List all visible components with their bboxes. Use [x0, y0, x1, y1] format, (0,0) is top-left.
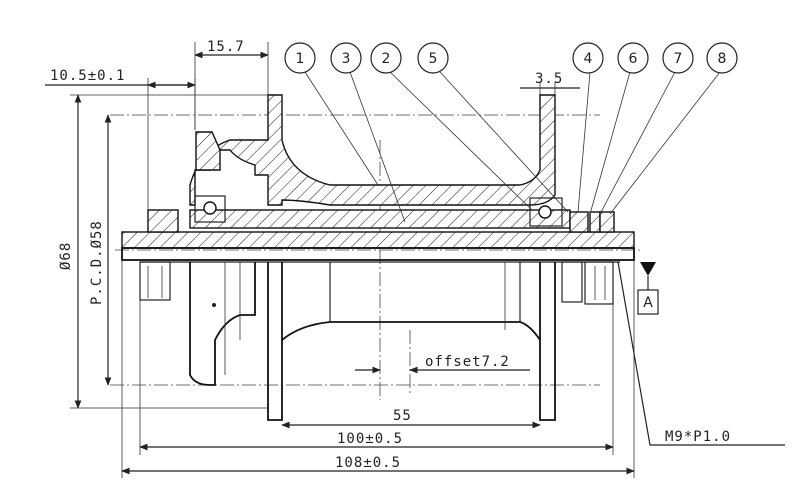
right-locknut-lower	[584, 261, 614, 305]
hub-shell-section	[189, 94, 556, 206]
left-locknut-section	[147, 209, 179, 233]
dimension-lines	[45, 42, 785, 478]
balloon-2-label: 2	[382, 51, 391, 67]
hub-upper-section	[121, 94, 635, 249]
balloon-leaders	[304, 71, 721, 223]
balloon-8: 8	[706, 42, 738, 74]
left-bearing-ball	[203, 201, 217, 215]
balloon-8-label: 8	[718, 51, 727, 67]
datum-triangle	[640, 262, 656, 276]
hub-body-lower	[281, 321, 541, 341]
left-flange-section	[195, 131, 221, 171]
left-flange-lower	[189, 262, 256, 386]
balloon-5: 5	[417, 42, 449, 74]
right-bearing-ball	[538, 205, 552, 219]
balloon-6-label: 6	[629, 51, 638, 67]
dim-flange-spacing: 55	[393, 408, 412, 424]
right-washer-section	[589, 211, 601, 233]
balloon-2: 2	[370, 42, 402, 74]
dim-offset: offset7.2	[425, 354, 510, 370]
balloon-4: 4	[572, 42, 604, 74]
right-cone-lower	[561, 261, 583, 303]
balloon-1-label: 1	[296, 51, 305, 67]
dim-outer-diameter: Ø68	[58, 242, 74, 270]
balloon-4-label: 4	[584, 51, 593, 67]
dim-pcd: P.C.D.Ø58	[89, 220, 105, 305]
balloon-5-label: 5	[429, 51, 438, 67]
dim-locknut-offset: 10.5±0.1	[50, 68, 125, 84]
dim-over-locknut: 100±0.5	[337, 431, 403, 447]
right-locknut-section	[599, 211, 615, 233]
dim-flange-width: 15.7	[207, 39, 245, 55]
dim-axle-length: 108±0.5	[335, 455, 401, 471]
inner-sleeve-section	[189, 209, 571, 229]
left-locknut-lower	[139, 261, 171, 301]
balloon-1: 1	[284, 42, 316, 74]
right-bearing-race	[529, 197, 563, 227]
axle-outline	[121, 247, 635, 261]
balloon-3-label: 3	[342, 51, 351, 67]
right-spoke-flange-lower	[539, 262, 556, 421]
balloon-6: 6	[617, 42, 649, 74]
balloon-7-label: 7	[674, 51, 683, 67]
datum-box	[637, 289, 659, 315]
balloon-3: 3	[330, 42, 362, 74]
left-spoke-flange-lower	[267, 262, 283, 421]
thread-leader	[617, 261, 785, 446]
right-cone-section	[569, 211, 589, 233]
datum-label: A	[643, 295, 653, 311]
center-lines	[110, 114, 640, 400]
axle-section	[121, 231, 635, 249]
hub-lower-outline	[121, 247, 635, 421]
dim-thread: M9*P1.0	[665, 429, 731, 445]
left-bearing-race	[194, 195, 226, 223]
balloon-7: 7	[662, 42, 694, 74]
dim-bearing-offset: 3.5	[535, 71, 563, 87]
